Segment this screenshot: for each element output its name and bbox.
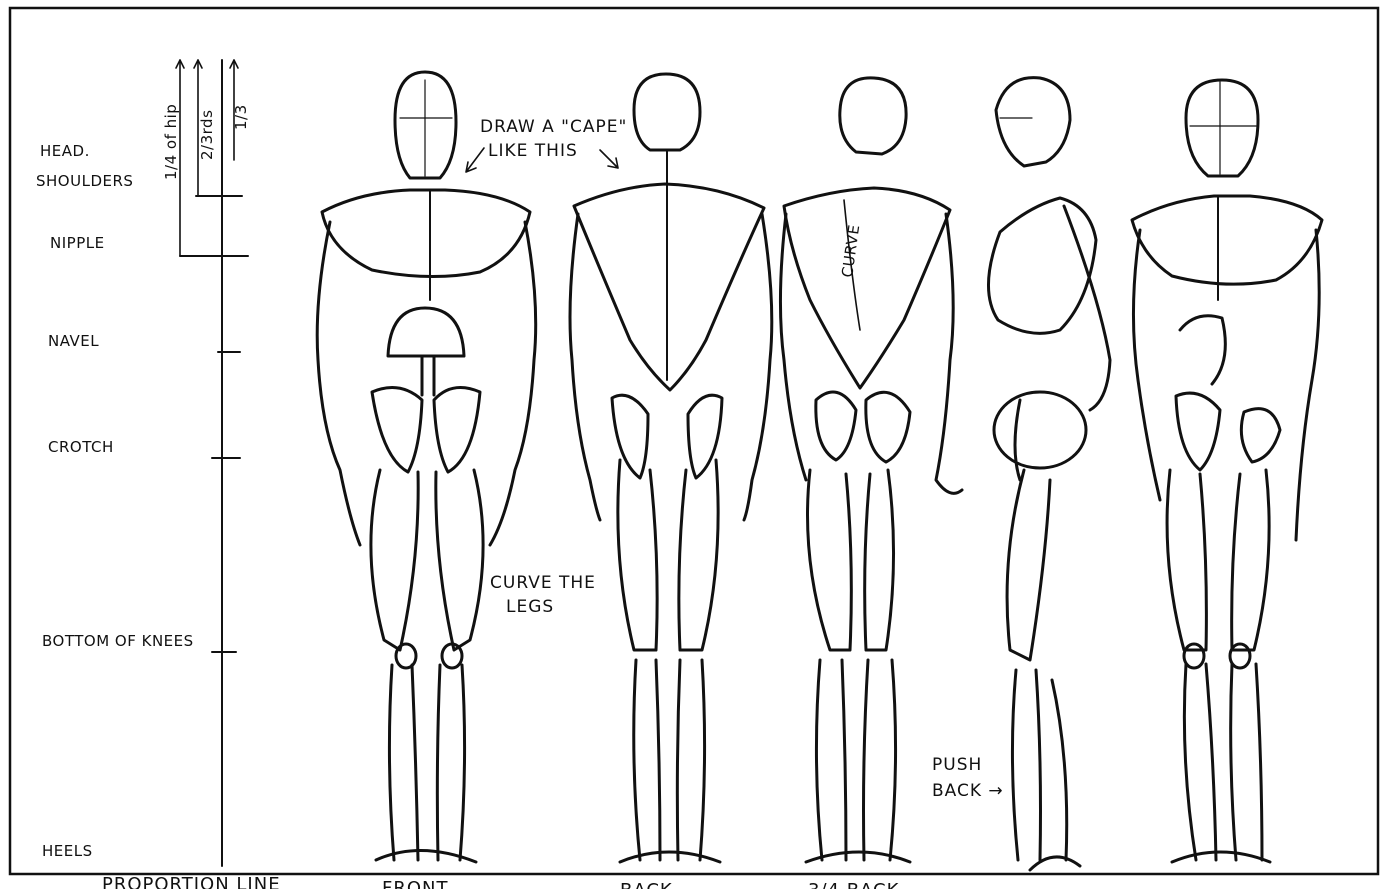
label-heels: HEELS <box>42 842 93 860</box>
caption-front: FRONT <box>382 878 449 889</box>
scale-third: 1/3 <box>232 104 250 130</box>
figure-three-quarter-back <box>780 78 962 862</box>
label-shoulders: SHOULDERS <box>36 172 133 190</box>
scale-two-thirds: 2/3rds <box>198 110 216 160</box>
scale-quarter-hip: 1/4 of hip <box>162 104 180 180</box>
note-push-1: PUSH <box>932 755 982 775</box>
label-knees: BOTTOM OF KNEES <box>42 632 194 650</box>
note-curve-legs-1: CURVE THE <box>490 573 596 593</box>
label-navel: NAVEL <box>48 332 99 350</box>
figure-side <box>988 78 1110 870</box>
label-crotch: CROTCH <box>48 438 114 456</box>
caption-three-quarter: 3/4 BACK <box>808 880 900 889</box>
figure-back <box>570 74 772 862</box>
figure-three-quarter-front <box>1132 80 1322 862</box>
caption-proportion-line: PROPORTION LINE <box>102 874 281 889</box>
proportion-line <box>180 60 248 866</box>
note-cape-2: LIKE THIS <box>488 141 578 161</box>
note-cape-1: DRAW A "CAPE" <box>480 117 627 137</box>
caption-back: BACK <box>620 880 673 889</box>
note-push-2: BACK → <box>932 781 1004 801</box>
label-head: HEAD. <box>40 142 90 160</box>
note-curve: CURVE <box>838 223 863 278</box>
note-curve-legs-2: LEGS <box>506 597 554 617</box>
figure-front <box>317 72 536 862</box>
label-nipple: NIPPLE <box>50 234 105 252</box>
